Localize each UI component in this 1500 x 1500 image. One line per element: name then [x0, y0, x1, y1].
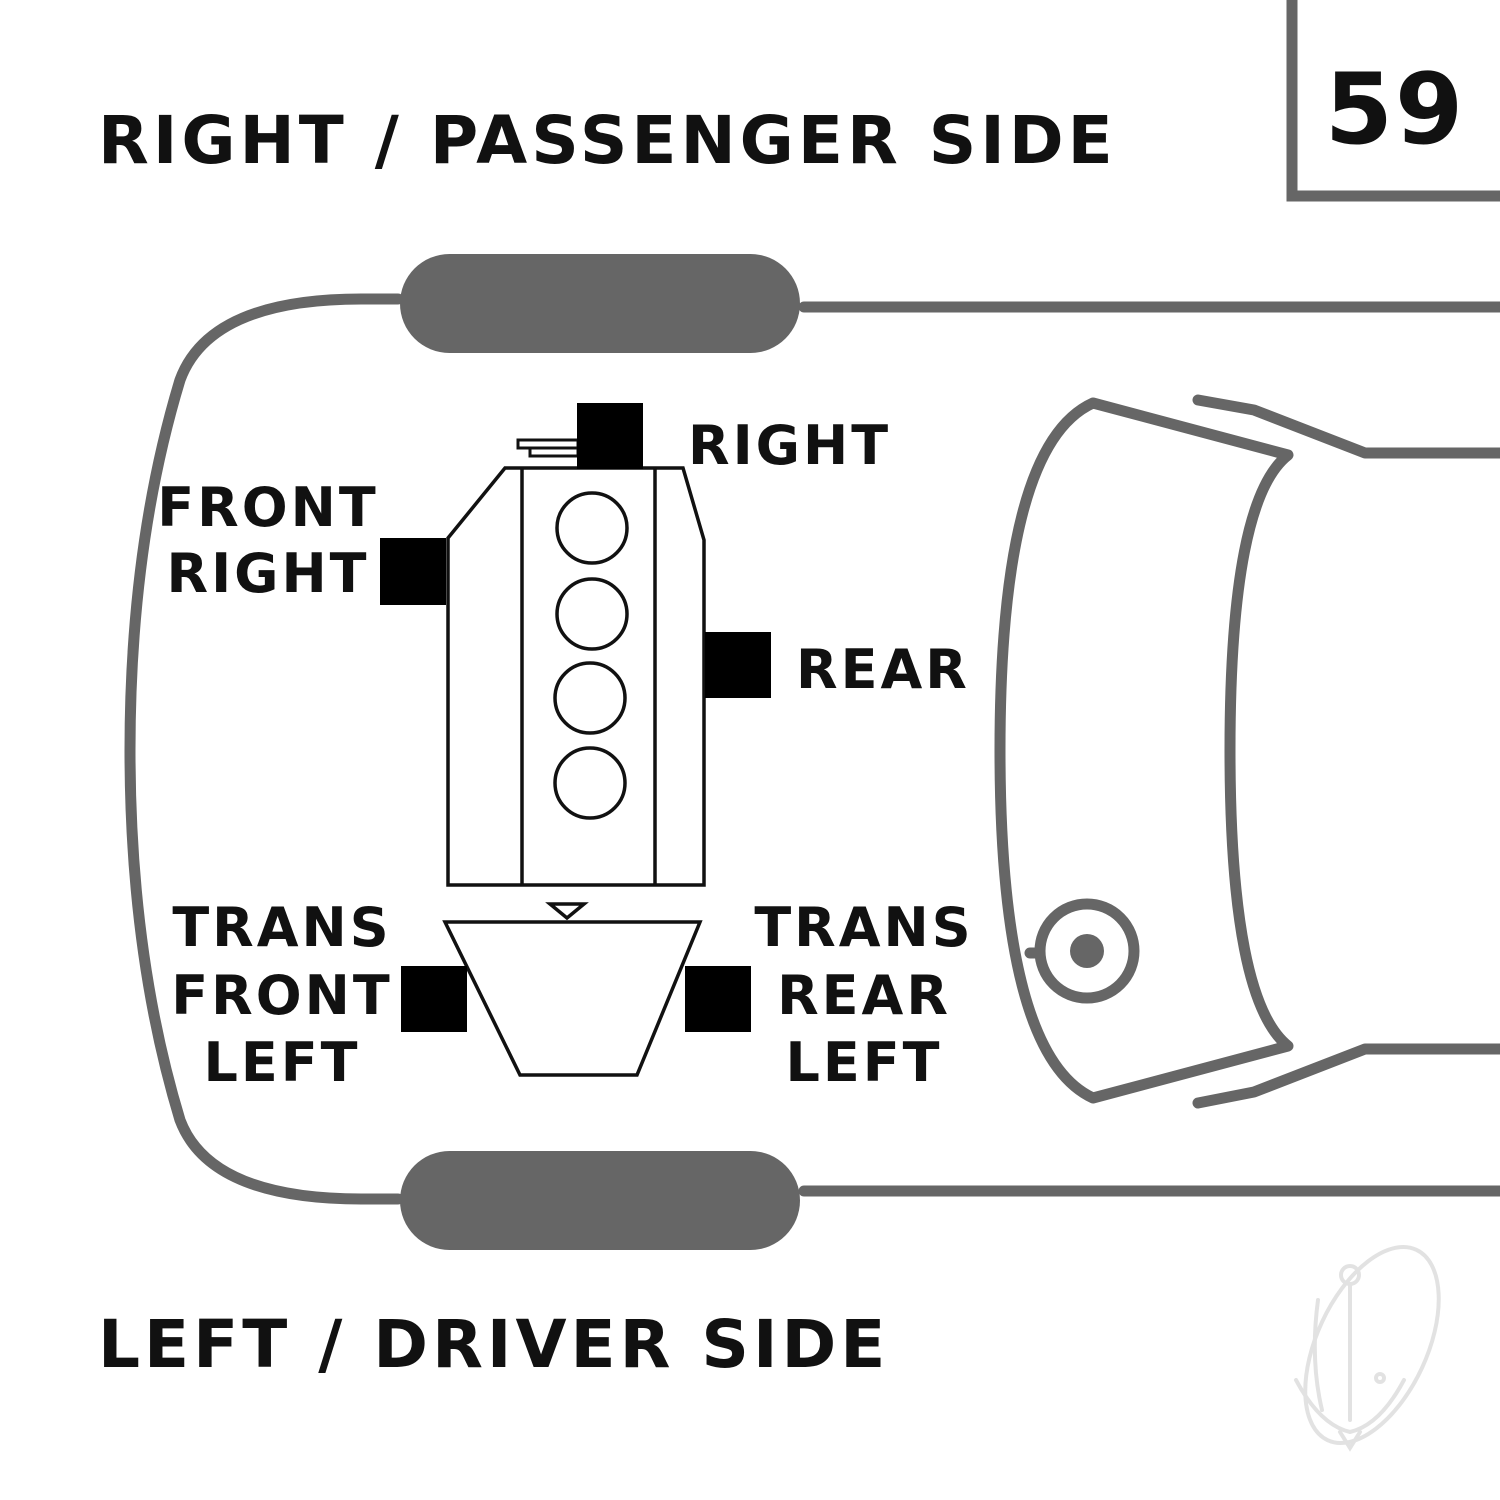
cylinder-4	[553, 746, 627, 820]
trans-front-left-mount-label: TRANS FRONT LEFT	[171, 896, 392, 1094]
engine-block	[446, 438, 706, 887]
svg-text:REAR: REAR	[777, 964, 951, 1027]
front-right-tire	[400, 254, 800, 353]
svg-text:LEFT: LEFT	[785, 1031, 942, 1094]
front-left-tire	[400, 1151, 800, 1250]
left-driver-side-label: LEFT / DRIVER SIDE	[98, 1306, 889, 1383]
front-right-mount-label: FRONT RIGHT	[157, 476, 378, 605]
cylinder-1	[555, 491, 629, 565]
svg-text:LEFT: LEFT	[203, 1031, 360, 1094]
vehicle-outline	[124, 293, 1500, 1205]
cylinder-2	[555, 577, 629, 651]
windshield	[994, 394, 1500, 1109]
right-passenger-side-label: RIGHT / PASSENGER SIDE	[98, 102, 1117, 179]
rear-mount-block	[705, 632, 771, 698]
rear-mount-label: REAR	[796, 638, 970, 701]
svg-text:RIGHT: RIGHT	[166, 542, 369, 605]
trans-front-left-mount-block	[401, 966, 467, 1032]
transmission	[442, 902, 703, 1077]
svg-text:FRONT: FRONT	[171, 964, 392, 1027]
svg-text:FRONT: FRONT	[157, 476, 378, 539]
svg-text:TRANS: TRANS	[754, 896, 973, 959]
diagram-number: 59	[1325, 53, 1465, 167]
right-mount-label: RIGHT	[688, 414, 891, 477]
trans-rear-left-mount-block	[685, 966, 751, 1032]
trans-rear-left-mount-label: TRANS REAR LEFT	[754, 896, 973, 1094]
diagram-number-box: 59	[1286, 0, 1500, 202]
cylinder-3	[553, 661, 627, 735]
anchor-logo-icon	[1294, 1245, 1441, 1452]
right-mount-block	[577, 403, 643, 469]
svg-text:TRANS: TRANS	[172, 896, 391, 959]
front-right-mount-block	[380, 538, 446, 605]
